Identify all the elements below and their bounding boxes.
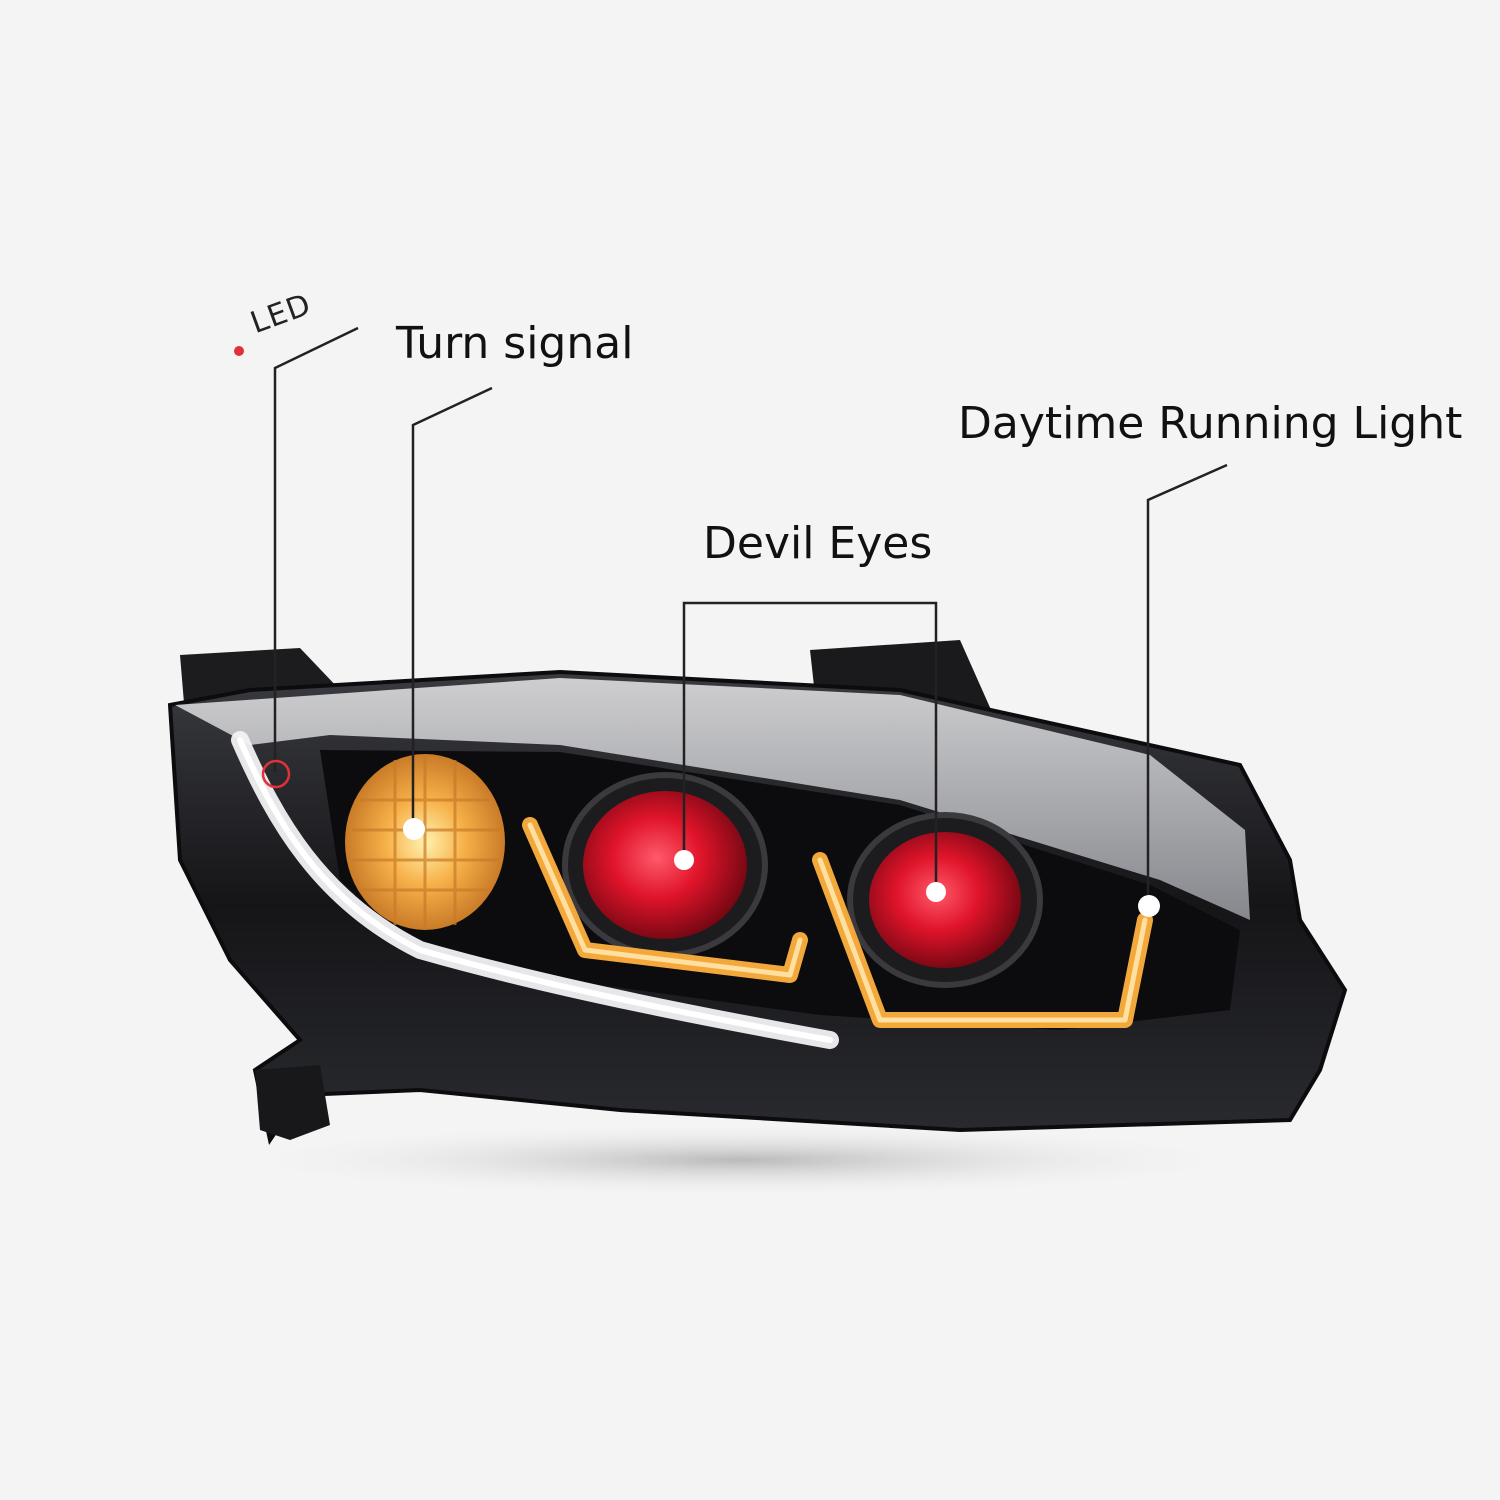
leader-line-turn-signal	[411, 386, 493, 828]
leader-line-devil-eyes	[682, 601, 938, 892]
leader-lines	[273, 326, 1228, 905]
turn-signal-grid	[352, 755, 500, 930]
led-bullet-dot	[234, 346, 244, 356]
leader-line-led	[273, 326, 359, 772]
devil-eye-right	[869, 832, 1021, 968]
label-devil-eyes: Devil Eyes	[703, 518, 933, 569]
led-marker-ring	[261, 759, 291, 789]
lower-bracket	[255, 1065, 330, 1140]
leader-line-drl	[1146, 463, 1228, 905]
devil-eye-right-marker	[926, 882, 946, 902]
devil-eye-left	[583, 791, 747, 939]
clear-lens-top	[175, 678, 1250, 920]
label-daytime-running-light: Daytime Running Light	[958, 398, 1463, 449]
floor-shadow	[220, 1122, 1260, 1198]
label-turn-signal: Turn signal	[396, 318, 634, 369]
turn-signal-marker	[403, 818, 425, 840]
drl-marker	[1138, 895, 1160, 917]
devil-eye-left-marker	[674, 850, 694, 870]
